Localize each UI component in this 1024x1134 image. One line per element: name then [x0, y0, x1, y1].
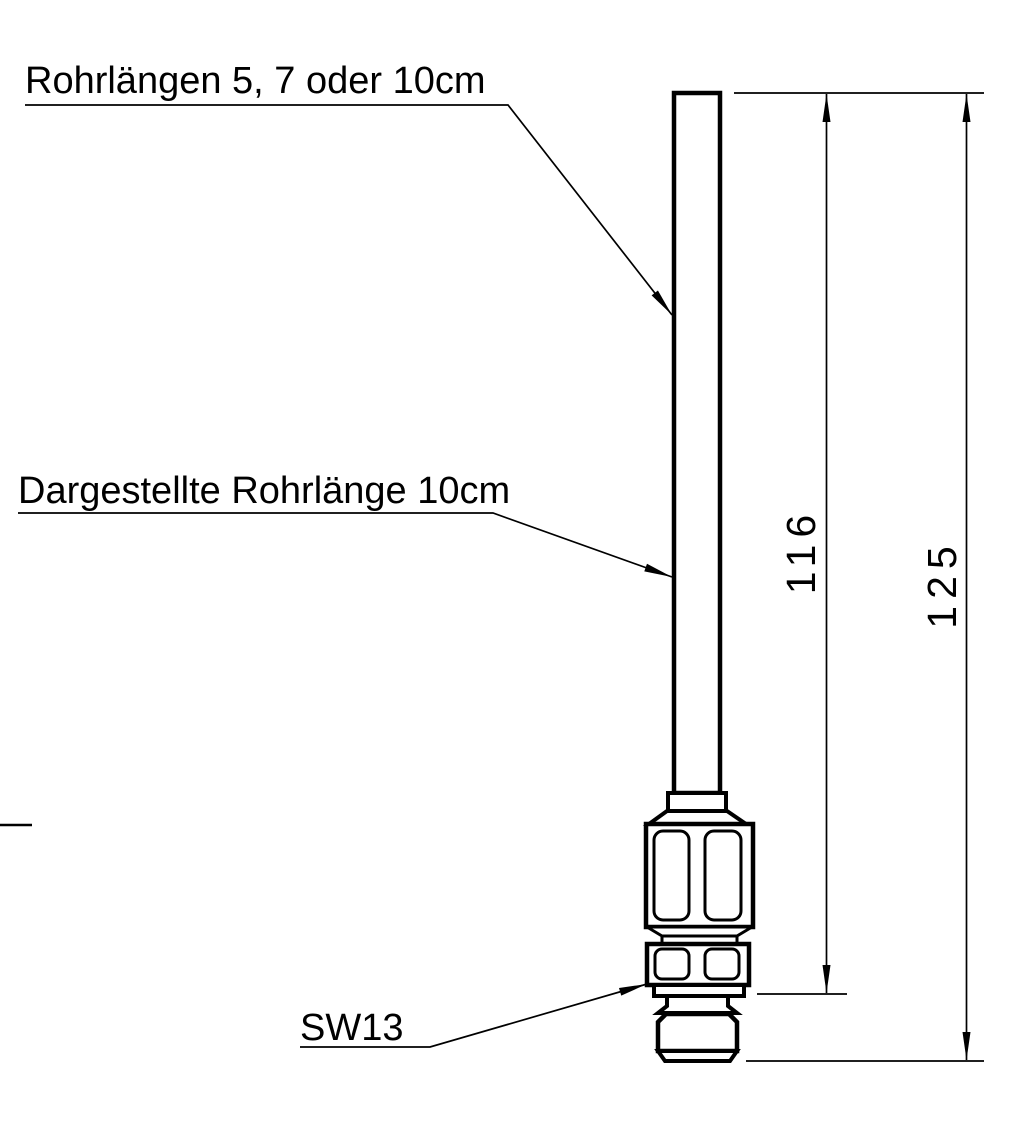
dimension-set: 116 125 [734, 92, 984, 1062]
label-shown-tube-length: Dargestellte Rohrlänge 10cm [18, 470, 510, 512]
label-tube-lengths: Rohrlängen 5, 7 oder 10cm [25, 60, 486, 102]
annotation-labels: Rohrlängen 5, 7 oder 10cm Dargestellte R… [18, 60, 510, 1049]
probe-body [642, 90, 756, 1063]
fitting-collar [666, 791, 728, 813]
leader-tube-lengths [25, 104, 673, 316]
leader-lines [0, 104, 673, 1048]
threaded-plug-chamfer [654, 1049, 741, 1063]
sw13-hex-nut-left-facet [653, 947, 691, 981]
label-wrench-size: SW13 [300, 1007, 403, 1049]
leader-sw13 [300, 983, 648, 1048]
upper-hex-nut-right-facet [703, 829, 743, 922]
threaded-plug [655, 1011, 740, 1054]
leader-shown-length [18, 512, 673, 578]
dimension-value-125: 125 [919, 539, 965, 628]
plug-neck [652, 994, 743, 1015]
sensor-tube [671, 90, 723, 796]
dimension-value-116: 116 [778, 508, 824, 594]
upper-hex-nut-left-facet [652, 829, 691, 922]
sw13-hex-nut-right-facet [703, 947, 741, 981]
